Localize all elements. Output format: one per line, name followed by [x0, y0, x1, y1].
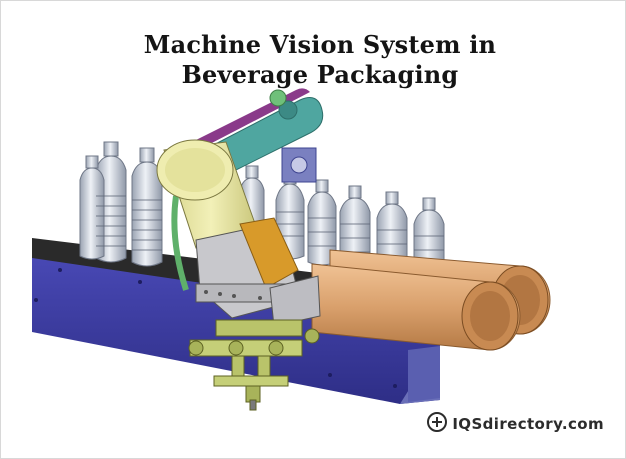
- iqs-logo-icon: [426, 411, 448, 437]
- bottle: [79, 155, 105, 260]
- watermark-text: IQSdirectory.com: [452, 415, 604, 433]
- figure-title-line-1: Machine Vision System in: [143, 30, 497, 59]
- figure-title-line-2: Beverage Packaging: [181, 60, 459, 89]
- rollers: [311, 249, 551, 351]
- watermark: IQSdirectory.com: [426, 411, 604, 437]
- nozzle-assembly: [188, 319, 320, 411]
- mount-housing: [195, 217, 321, 327]
